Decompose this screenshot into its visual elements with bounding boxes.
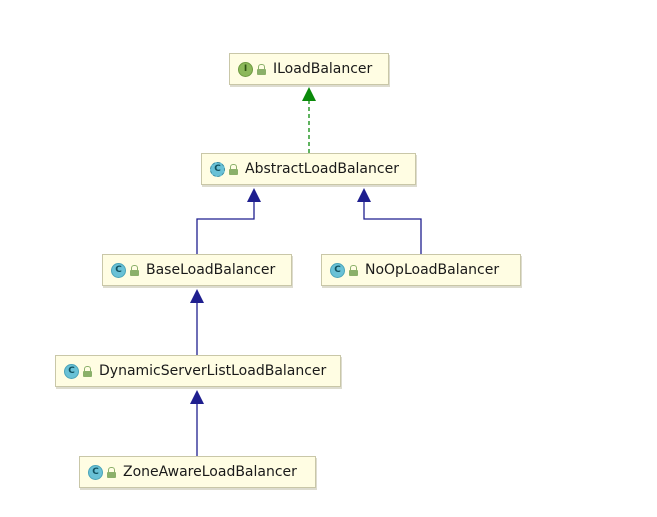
edge-implements-iloadbalancer: [302, 87, 316, 153]
node-label: ZoneAwareLoadBalancer: [123, 464, 297, 480]
node-abstractloadbalancer[interactable]: C AbstractLoadBalancer: [201, 153, 416, 185]
lock-icon: [349, 264, 358, 276]
node-label: ILoadBalancer: [273, 61, 373, 77]
node-iloadbalancer[interactable]: I ILoadBalancer: [229, 53, 389, 85]
node-label: DynamicServerListLoadBalancer: [99, 363, 327, 379]
class-icon: C: [330, 262, 345, 278]
edge-extends-dynamic-to-base: [190, 289, 204, 355]
edge-extends-base-to-abstract: [196, 188, 261, 254]
node-noploadbalancer[interactable]: C NoOpLoadBalancer: [321, 254, 521, 286]
edge-extends-noop-to-abstract: [357, 188, 422, 254]
class-icon: C: [88, 464, 103, 480]
interface-icon: I: [238, 61, 253, 77]
abstract-class-icon: C: [210, 161, 225, 177]
lock-icon: [229, 163, 238, 175]
lock-icon: [257, 63, 266, 75]
lock-icon: [83, 365, 92, 377]
class-icon: C: [111, 262, 126, 278]
lock-icon: [130, 264, 139, 276]
lock-icon: [107, 466, 116, 478]
node-label: BaseLoadBalancer: [146, 262, 276, 278]
node-label: AbstractLoadBalancer: [245, 161, 399, 177]
edge-extends-zoneaware-to-dynamic: [190, 390, 204, 456]
class-icon: C: [64, 363, 79, 379]
node-zoneawareloadbalancer[interactable]: C ZoneAwareLoadBalancer: [79, 456, 316, 488]
node-label: NoOpLoadBalancer: [365, 262, 500, 278]
node-dynamicserverlistloadbalancer[interactable]: C DynamicServerListLoadBalancer: [55, 355, 341, 387]
node-baseloadbalancer[interactable]: C BaseLoadBalancer: [102, 254, 292, 286]
